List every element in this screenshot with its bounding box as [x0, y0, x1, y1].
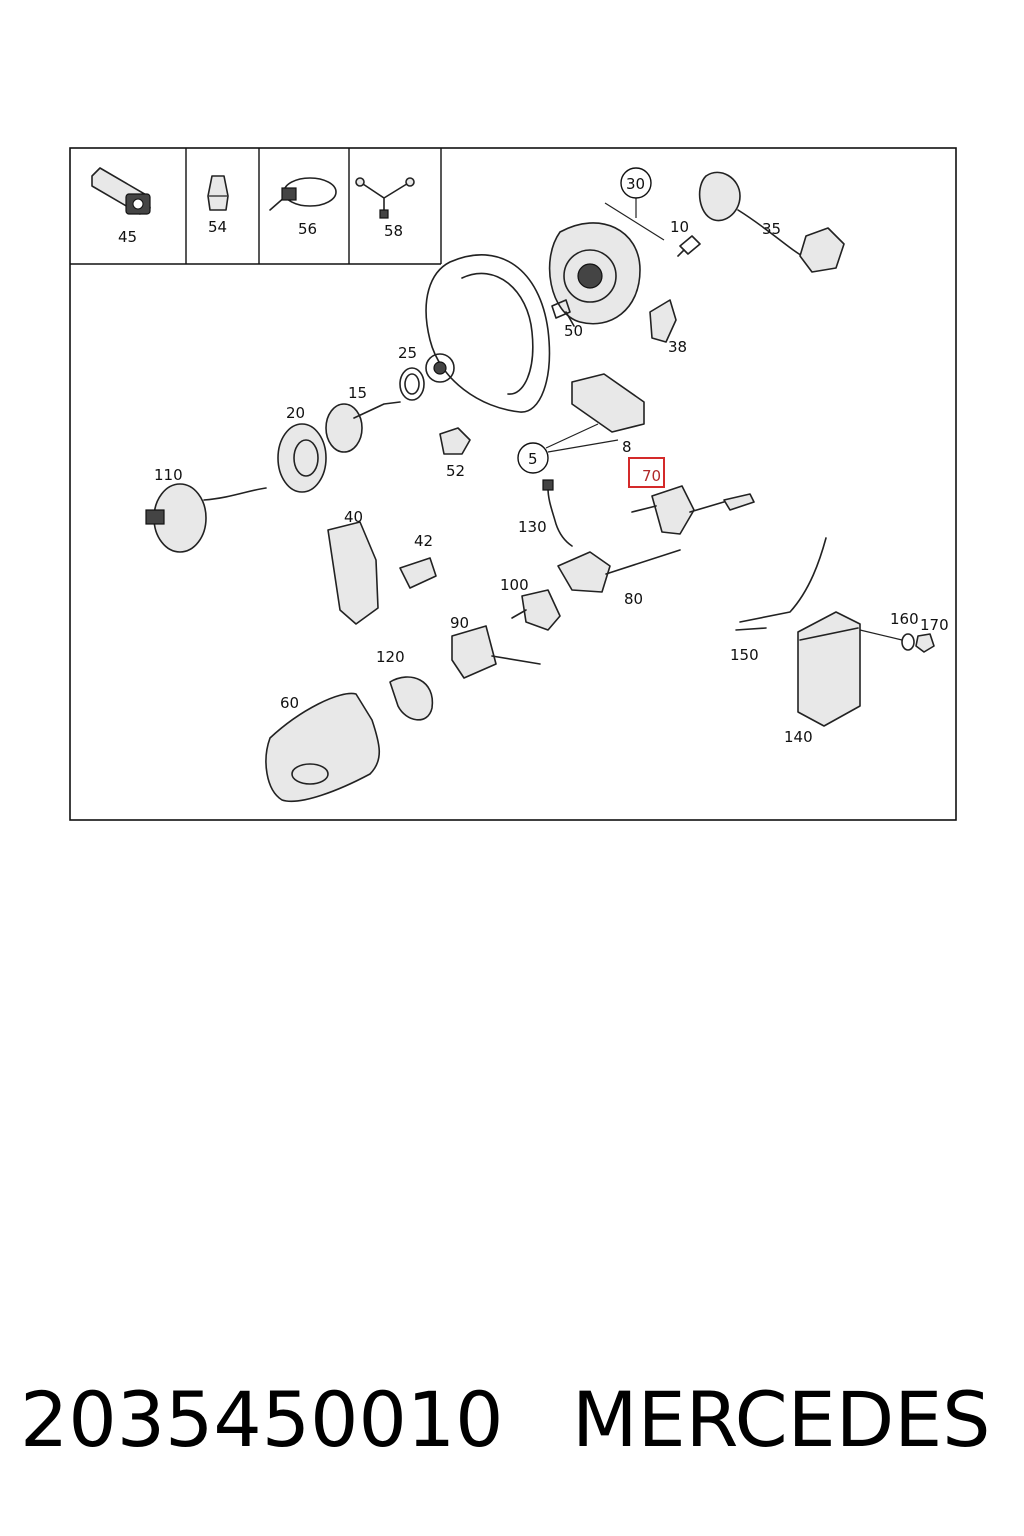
part-50-screw[interactable] — [551, 299, 575, 327]
part-56-cable-tie[interactable] — [269, 177, 337, 211]
part-35-connector-harness[interactable] — [698, 171, 845, 273]
label-80: 80 — [624, 590, 643, 608]
label-60: 60 — [280, 694, 299, 712]
label-150: 150 — [730, 646, 759, 664]
part-140-control-module[interactable] — [797, 611, 861, 727]
part-40-lock-housing[interactable] — [327, 521, 379, 625]
label-120: 120 — [376, 648, 405, 666]
part-110-steering-angle-sensor[interactable] — [145, 483, 267, 553]
label-100: 100 — [500, 576, 529, 594]
leader-5 — [545, 423, 619, 453]
label-56: 56 — [298, 220, 317, 238]
legend-boxes — [70, 148, 442, 265]
label-130: 130 — [518, 518, 547, 536]
label-40: 40 — [344, 508, 363, 526]
label-50: 50 — [564, 322, 583, 340]
part-160-washer[interactable] — [859, 629, 915, 651]
callout-circle-30 — [620, 167, 652, 199]
part-number-text: 2035450010 — [20, 1375, 504, 1464]
part-15-contact-plate[interactable] — [325, 401, 401, 453]
part-8-module[interactable] — [571, 373, 645, 433]
label-8: 8 — [622, 438, 632, 456]
label-20: 20 — [286, 404, 305, 422]
part-10-bolt[interactable] — [677, 235, 701, 257]
label-38: 38 — [668, 338, 687, 356]
label-42: 42 — [414, 532, 433, 550]
part-100-switch[interactable] — [511, 589, 561, 631]
part-54-ferrule[interactable] — [207, 175, 229, 211]
part-120-ring-bracket[interactable] — [389, 676, 434, 721]
part-150-bracket[interactable] — [735, 537, 827, 631]
part-20-clock-spring[interactable] — [277, 423, 327, 493]
label-54: 54 — [208, 218, 227, 236]
part-45-plug[interactable] — [91, 167, 151, 215]
diagram-frame — [69, 147, 957, 821]
label-58: 58 — [384, 222, 403, 240]
brand-text: MERCEDES — [572, 1375, 990, 1464]
label-10: 10 — [670, 218, 689, 236]
part-steering-wheel[interactable] — [425, 254, 551, 413]
label-90: 90 — [450, 614, 469, 632]
part-60-column-cover[interactable] — [265, 692, 381, 802]
label-52: 52 — [446, 462, 465, 480]
label-45: 45 — [118, 228, 137, 246]
part-38-control-unit[interactable] — [649, 299, 677, 343]
label-70: 70 — [642, 467, 661, 485]
part-130-cable[interactable] — [542, 479, 573, 547]
part-25-ring[interactable] — [399, 367, 425, 401]
part-80-switch[interactable] — [557, 549, 681, 593]
label-30: 30 — [626, 175, 645, 193]
label-160: 160 — [890, 610, 919, 628]
part-70-combination-switch[interactable] — [631, 485, 755, 535]
leader-30 — [604, 202, 665, 241]
part-58-bracket[interactable] — [355, 177, 415, 219]
label-170: 170 — [920, 616, 949, 634]
part-30-airbag-unit[interactable] — [548, 222, 641, 325]
part-42-key[interactable] — [399, 557, 437, 589]
label-110: 110 — [154, 466, 183, 484]
highlight-box-70 — [628, 457, 665, 488]
label-5: 5 — [528, 450, 538, 468]
label-140: 140 — [784, 728, 813, 746]
label-15: 15 — [348, 384, 367, 402]
label-25: 25 — [398, 344, 417, 362]
callout-circle-5 — [517, 442, 549, 474]
label-35: 35 — [762, 220, 781, 238]
part-52-clip[interactable] — [439, 427, 471, 455]
part-170-nut[interactable] — [915, 633, 935, 653]
part-90-switch[interactable] — [451, 625, 541, 679]
